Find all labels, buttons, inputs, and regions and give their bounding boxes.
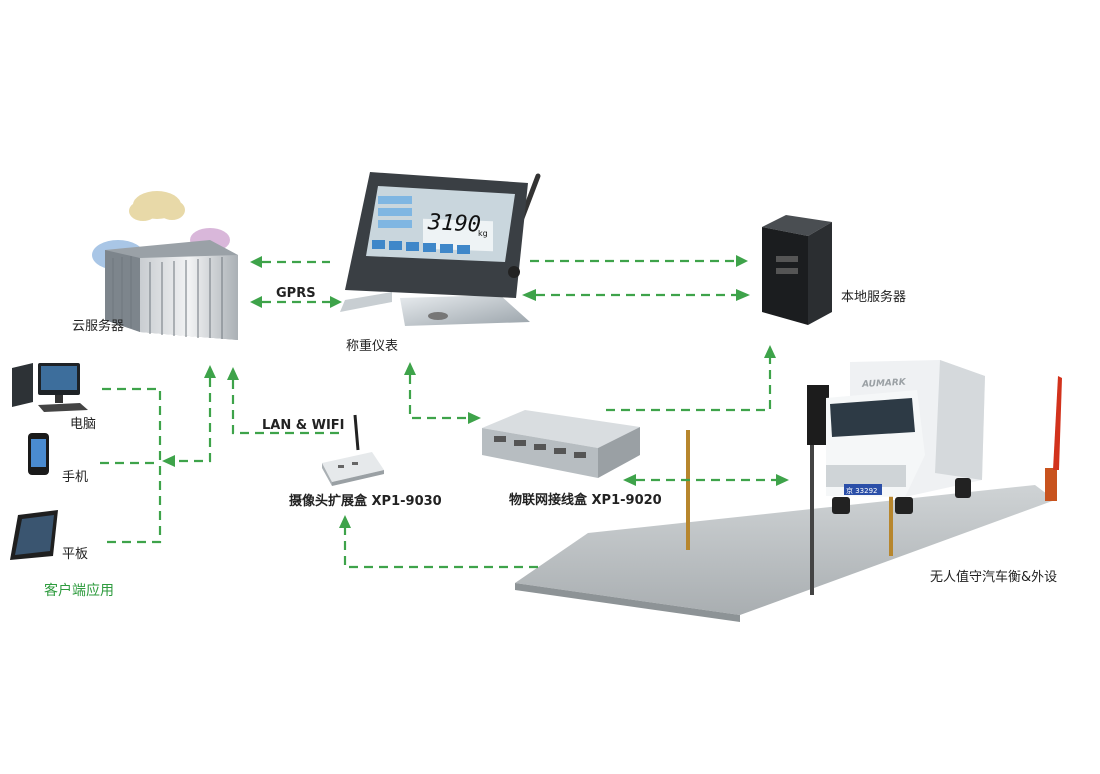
connection-arrows <box>100 255 789 569</box>
truck-plate-text: 京 33292 <box>846 486 878 495</box>
tablet-icon <box>10 510 58 560</box>
weighing-indicator-icon <box>340 172 541 326</box>
phone-label: 手机 <box>62 470 89 485</box>
indicator-unit-readout: kg <box>478 229 488 238</box>
phone-icon <box>28 433 49 475</box>
local-server-icon <box>762 215 832 325</box>
lan-wifi-label: LAN & WIFI <box>262 418 345 433</box>
truck-brand-text: AUMARK <box>861 378 907 390</box>
gprs-label: GPRS <box>276 286 316 301</box>
tablet-label: 平板 <box>62 547 89 562</box>
truck-scale-scene <box>515 360 1062 622</box>
camera-expansion-box-icon <box>322 414 384 486</box>
computer-icon <box>12 363 88 412</box>
indicator-weight-readout: 3190 <box>426 210 481 238</box>
client-apps-label: 客户端应用 <box>44 583 114 599</box>
local-server-label: 本地服务器 <box>841 290 907 305</box>
iot-box-label: 物联网接线盒 XP1-9020 <box>509 493 662 508</box>
iot-junction-box-icon <box>482 410 640 478</box>
computer-label: 电脑 <box>70 417 97 432</box>
cloud-server-label: 云服务器 <box>72 319 125 334</box>
camera-box-label: 摄像头扩展盒 XP1-9030 <box>289 494 442 509</box>
truck-scale-label: 无人值守汽车衡&外设 <box>930 570 1058 585</box>
cloud-server-icon <box>92 191 238 340</box>
indicator-label: 称重仪表 <box>346 339 399 354</box>
